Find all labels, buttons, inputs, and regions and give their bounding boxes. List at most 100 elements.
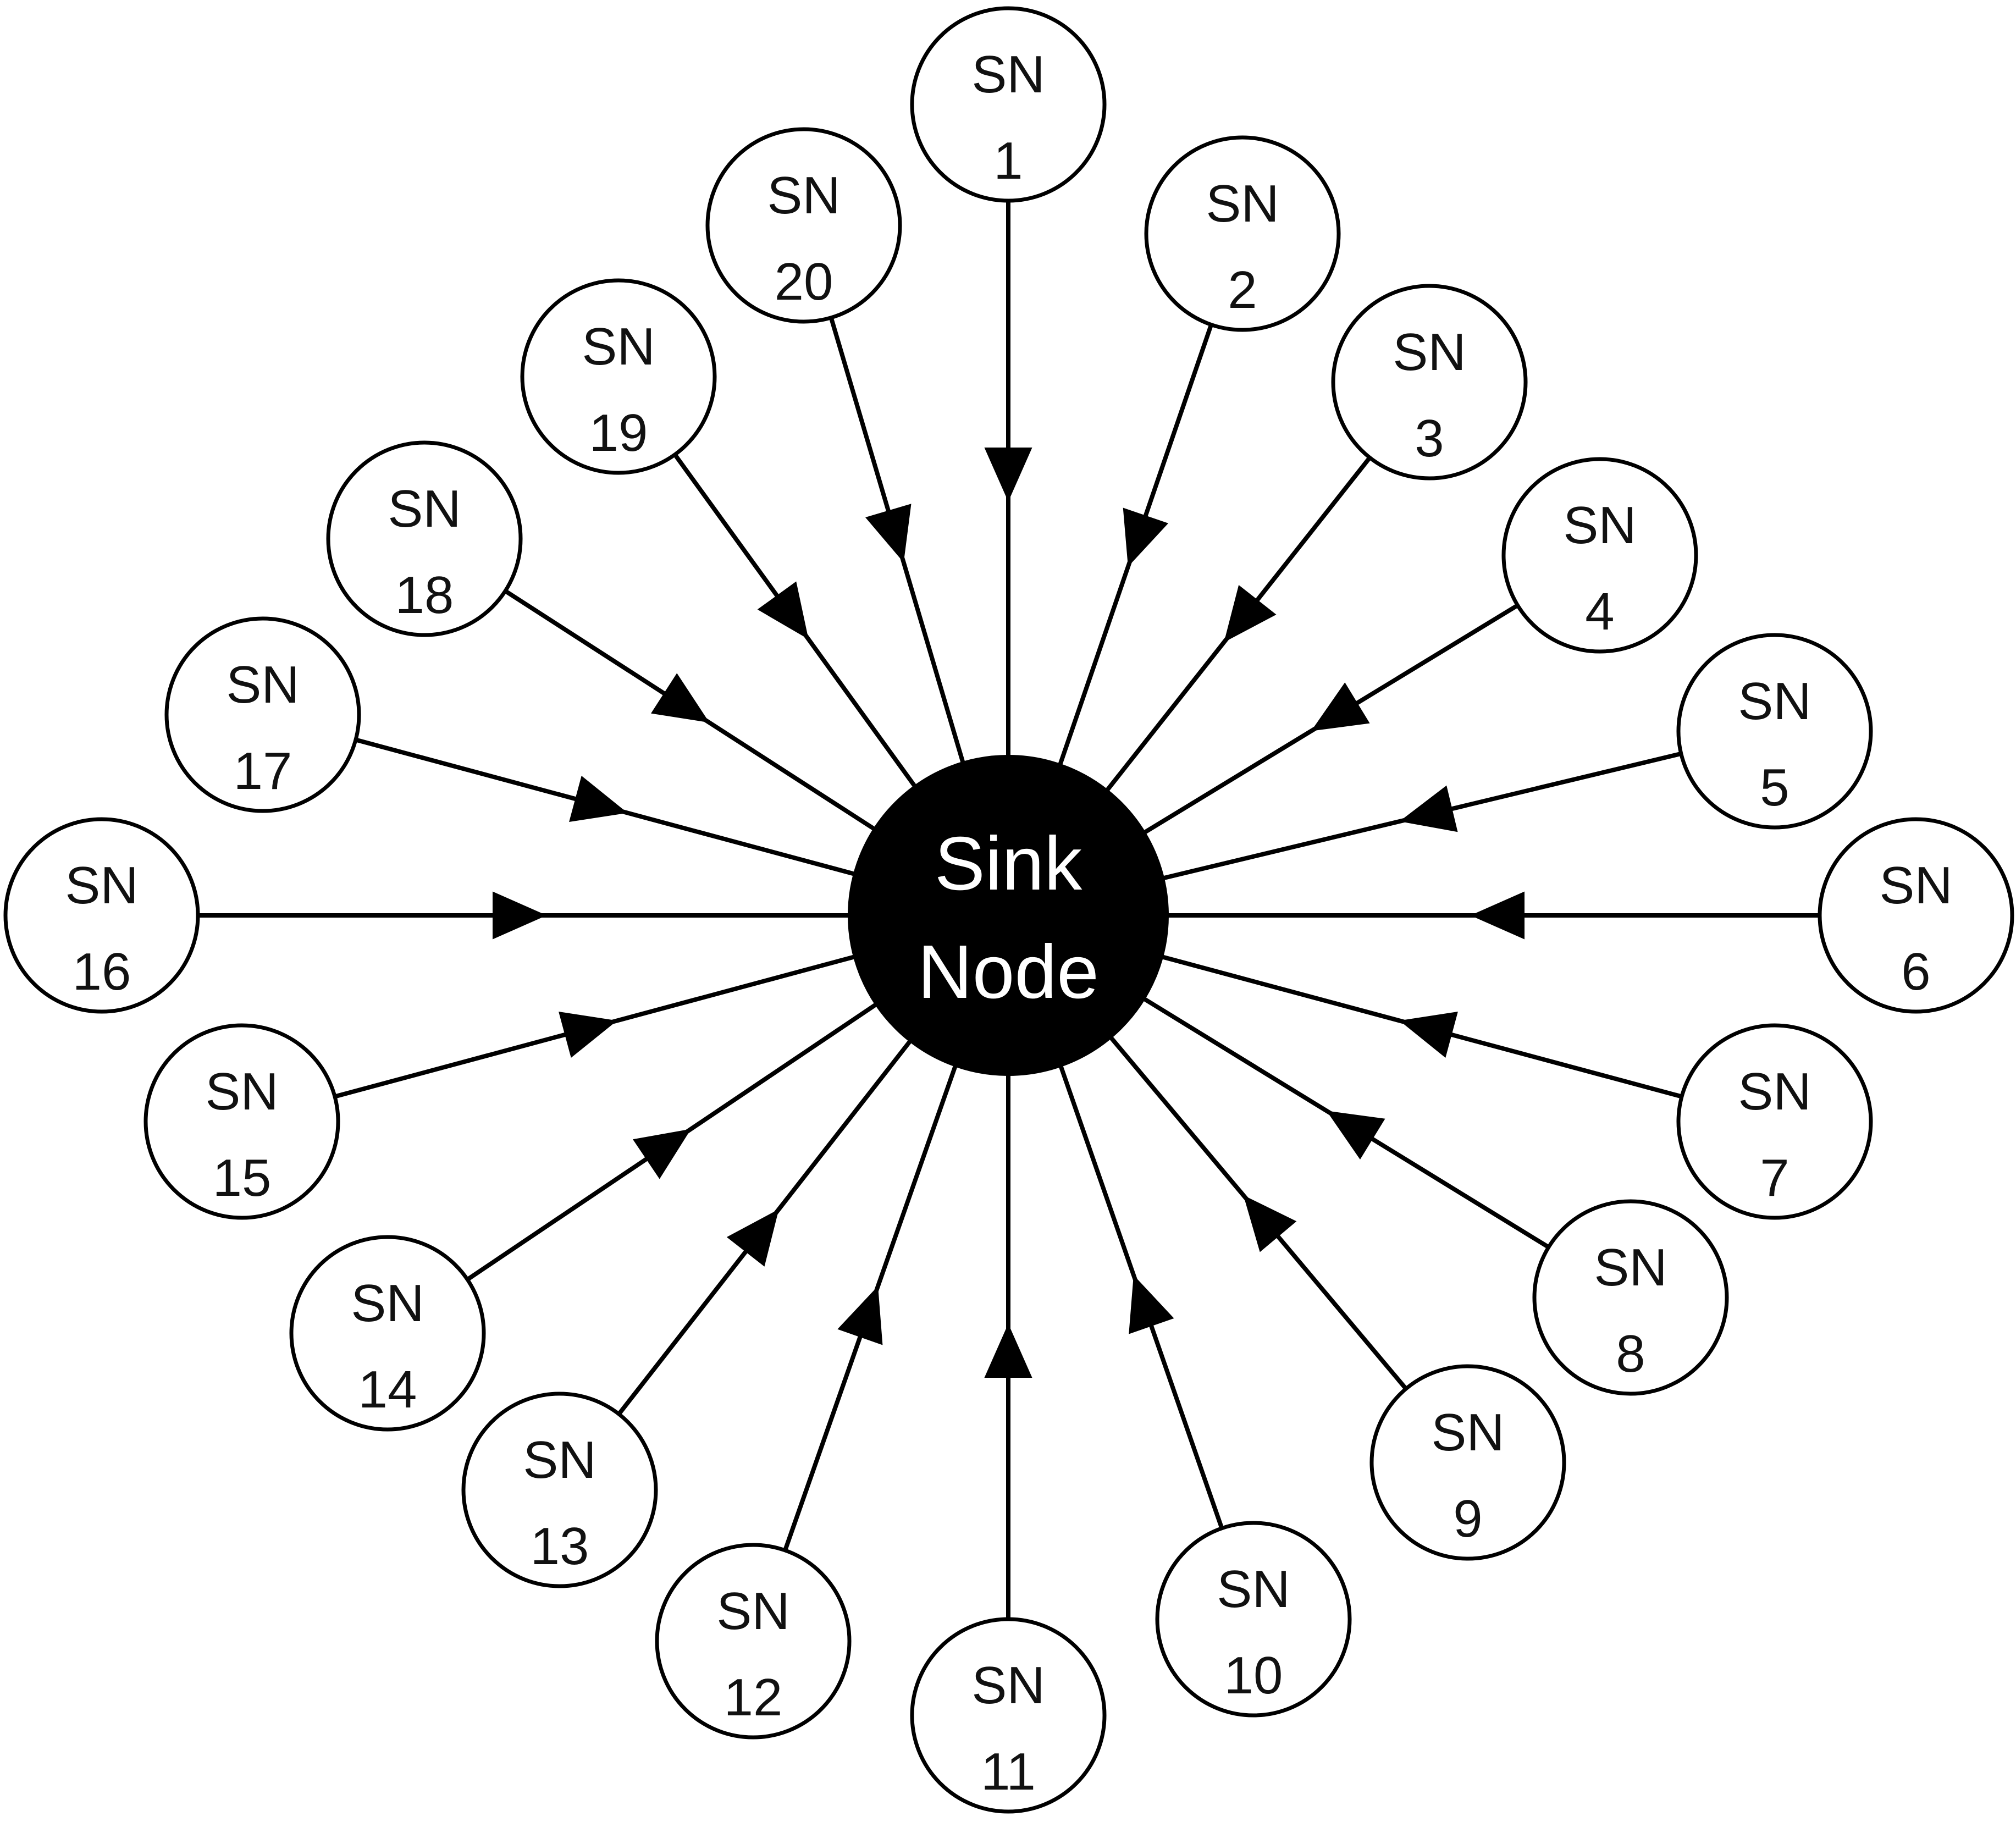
sensor-node-label-line1: SN <box>1393 323 1466 382</box>
sensor-node-label-line1: SN <box>767 166 840 225</box>
sensor-node-12: SN 12 <box>655 1543 852 1740</box>
sensor-node-20: SN 20 <box>705 127 902 324</box>
arrowhead-sn17 <box>569 775 628 822</box>
sensor-node-label-line2: 7 <box>1760 1149 1789 1207</box>
sensor-node-label-line1: SN <box>205 1062 278 1121</box>
sensor-node-label-line1: SN <box>582 317 655 376</box>
arrowhead-sn11 <box>984 1323 1032 1378</box>
sensor-node-label-line2: 9 <box>1453 1489 1482 1548</box>
sensor-node-circle <box>1144 135 1341 332</box>
arrowhead-sn14 <box>633 1129 692 1179</box>
sensor-node-16: SN 16 <box>3 817 200 1014</box>
arrowhead-sn18 <box>651 673 710 723</box>
links-layer <box>198 201 1820 1619</box>
sensor-node-11: SN 11 <box>910 1617 1107 1814</box>
sensor-node-circle <box>1331 284 1528 481</box>
sensor-node-label-line2: 16 <box>73 942 131 1001</box>
sink-node-circle <box>848 755 1169 1076</box>
arrowhead-sn3 <box>1224 584 1277 643</box>
sensor-node-label-line1: SN <box>1206 174 1279 233</box>
arrowhead-sn20 <box>865 504 912 563</box>
sensor-node-circle <box>326 440 523 637</box>
sensor-node-15: SN 15 <box>143 1023 340 1220</box>
sensor-node-6: SN 6 <box>1818 817 2014 1014</box>
sensor-node-label-line2: 8 <box>1616 1324 1645 1383</box>
sensor-node-label-line2: 5 <box>1760 758 1789 817</box>
arrowhead-sn15 <box>559 1011 617 1058</box>
sensor-node-label-line2: 12 <box>724 1668 783 1727</box>
sensor-node-7: SN 7 <box>1676 1023 1873 1220</box>
arrowhead-sn12 <box>837 1286 883 1345</box>
sensor-node-label-line1: SN <box>1738 672 1811 731</box>
sensor-node-label-line2: 6 <box>1901 942 1930 1001</box>
arrowhead-sn4 <box>1311 682 1370 731</box>
sensor-node-label-line1: SN <box>351 1274 424 1333</box>
sensor-node-circle <box>655 1543 852 1740</box>
sensor-node-13: SN 13 <box>461 1392 658 1588</box>
arrowhead-sn5 <box>1399 785 1458 832</box>
sensor-node-circle <box>1818 817 2014 1014</box>
sensor-node-circle <box>1676 1023 1873 1220</box>
arrowhead-sn6 <box>1470 891 1525 940</box>
sink-node: Sink Node <box>848 755 1169 1076</box>
sensor-node-circle <box>3 817 200 1014</box>
sensor-node-1: SN 1 <box>910 6 1107 203</box>
sensor-node-circle <box>520 278 717 475</box>
arrowhead-sn8 <box>1326 1111 1385 1160</box>
sensor-node-label-line2: 19 <box>589 404 648 462</box>
sensor-node-circle <box>164 616 361 813</box>
sensor-node-label-line1: SN <box>971 45 1045 104</box>
sensor-node-label-line1: SN <box>716 1582 789 1641</box>
sensor-node-label-line1: SN <box>1879 856 1952 915</box>
sensor-node-label-line2: 4 <box>1585 582 1614 641</box>
sensor-node-label-line1: SN <box>971 1656 1045 1715</box>
sensor-node-label-line2: 15 <box>213 1149 272 1207</box>
sensor-node-label-line1: SN <box>523 1431 596 1489</box>
sensor-node-label-line2: 13 <box>531 1517 589 1576</box>
sensor-node-circle <box>1676 633 1873 830</box>
sensor-node-label-line1: SN <box>1431 1403 1504 1462</box>
sink-node-label-line1: Sink <box>935 821 1082 906</box>
sensor-node-8: SN 8 <box>1532 1199 1729 1396</box>
arrowhead-sn19 <box>757 581 809 639</box>
sensor-node-circle <box>1501 457 1698 654</box>
sensor-nodes-layer: SN1SN2SN3SN4SN5SN6SN7SN8SN9SN10SN11SN12S… <box>3 6 2014 1814</box>
sensor-node-label-line1: SN <box>1594 1238 1667 1297</box>
arrowhead-sn2 <box>1123 507 1169 567</box>
sensor-node-label-line2: 2 <box>1228 261 1257 319</box>
sensor-node-label-line2: 10 <box>1224 1646 1283 1705</box>
sensor-node-label-line2: 14 <box>358 1360 417 1419</box>
sensor-node-14: SN 14 <box>289 1235 486 1432</box>
sensor-node-label-line1: SN <box>226 655 299 714</box>
arrowhead-sn1 <box>984 448 1032 502</box>
sensor-node-label-line1: SN <box>388 479 461 538</box>
sensor-node-circle <box>705 127 902 324</box>
sensor-node-label-line2: 20 <box>775 252 833 311</box>
sensor-node-label-line2: 18 <box>395 566 454 625</box>
sensor-node-2: SN 2 <box>1144 135 1341 332</box>
sensor-node-4: SN 4 <box>1501 457 1698 654</box>
sensor-node-label-line2: 3 <box>1415 409 1444 468</box>
sensor-node-5: SN 5 <box>1676 633 1873 830</box>
sensor-node-9: SN 9 <box>1369 1364 1566 1561</box>
sensor-node-label-line2: 11 <box>981 1742 1036 1801</box>
arrowhead-sn9 <box>1243 1195 1297 1252</box>
sensor-node-label-line2: 1 <box>993 131 1023 190</box>
sensor-node-3: SN 3 <box>1331 284 1528 481</box>
sensor-node-circle <box>143 1023 340 1220</box>
sensor-node-label-line1: SN <box>1738 1062 1811 1121</box>
arrowhead-sn10 <box>1129 1275 1174 1334</box>
sensor-node-19: SN 19 <box>520 278 717 475</box>
sensor-node-circle <box>910 6 1107 203</box>
arrowhead-sn7 <box>1399 1011 1458 1058</box>
sink-node-label-line2: Node <box>918 930 1099 1014</box>
sensor-node-circle <box>1369 1364 1566 1561</box>
sensor-node-circle <box>910 1617 1107 1814</box>
sensor-node-label-line1: SN <box>1563 496 1636 555</box>
sensor-node-label-line1: SN <box>65 856 138 915</box>
sensor-node-circle <box>1532 1199 1729 1396</box>
sensor-node-circle <box>461 1392 658 1588</box>
